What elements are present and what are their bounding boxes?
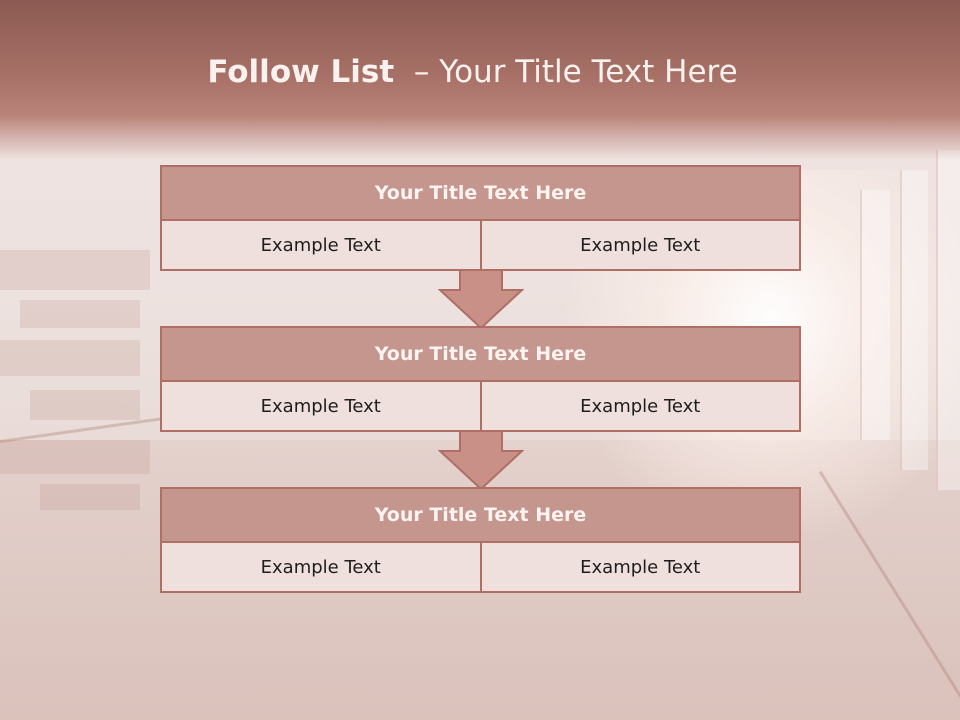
down-arrow-icon xyxy=(438,431,524,491)
block-title: Your Title Text Here xyxy=(160,326,801,382)
block-cell-left: Example Text xyxy=(260,556,381,578)
list-block: Your Title Text Here Example Text Exampl… xyxy=(160,487,801,593)
block-row: Example Text Example Text xyxy=(160,543,801,593)
window-pane xyxy=(936,150,960,490)
title-bold: Follow List xyxy=(207,54,395,90)
block-title: Your Title Text Here xyxy=(160,487,801,543)
list-block: Your Title Text Here Example Text Exampl… xyxy=(160,326,801,432)
down-arrow-icon xyxy=(438,270,524,330)
slide-header xyxy=(0,0,960,160)
block-cell-right: Example Text xyxy=(479,543,800,591)
block-cell-right: Example Text xyxy=(479,382,800,430)
wall-panel xyxy=(30,390,140,420)
block-title: Your Title Text Here xyxy=(160,165,801,221)
block-cell-right: Example Text xyxy=(479,221,800,269)
wall-panel xyxy=(20,300,140,328)
block-cell-left: Example Text xyxy=(260,234,381,256)
wall-panel xyxy=(40,484,140,510)
wall-panel xyxy=(0,250,150,290)
slide-title: Follow List – Your Title Text Here xyxy=(0,54,945,90)
wall-panel xyxy=(0,440,150,474)
window-pane xyxy=(900,170,928,470)
block-row: Example Text Example Text xyxy=(160,221,801,271)
window-pane xyxy=(860,190,890,440)
title-rest: – Your Title Text Here xyxy=(394,54,738,90)
list-block: Your Title Text Here Example Text Exampl… xyxy=(160,165,801,271)
block-cell-left: Example Text xyxy=(260,395,381,417)
wall-panel xyxy=(0,340,140,376)
block-row: Example Text Example Text xyxy=(160,382,801,432)
handrail xyxy=(0,416,169,443)
